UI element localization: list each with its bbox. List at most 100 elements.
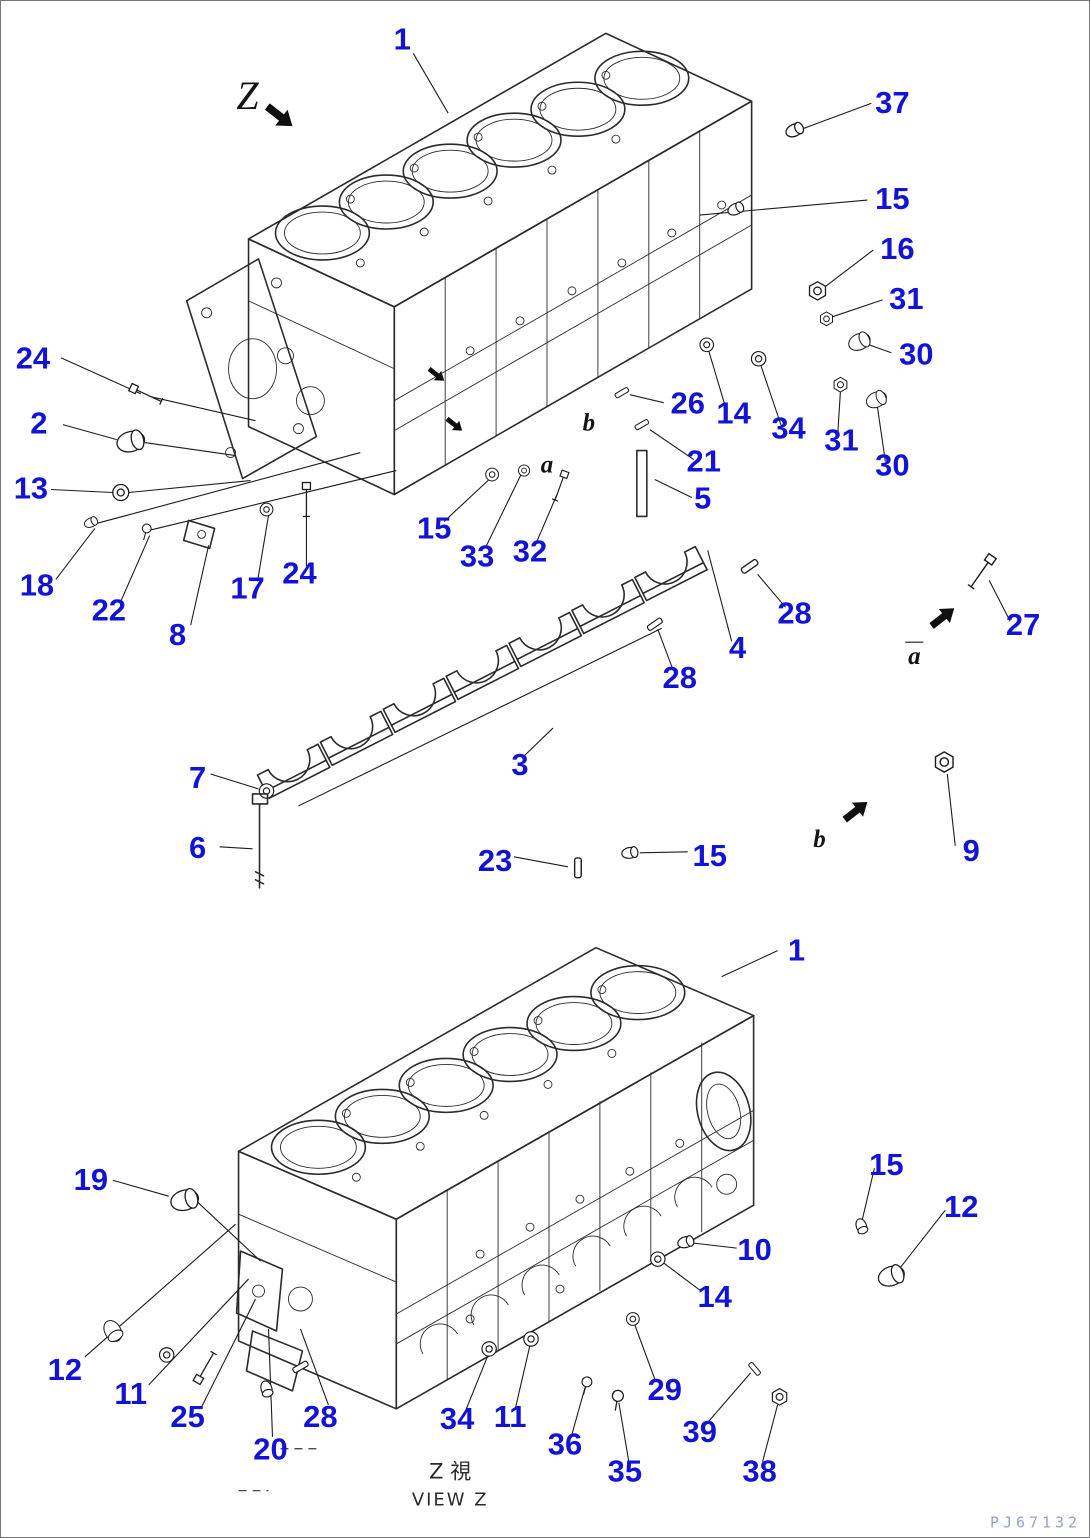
callout-32: 32 [513,533,547,568]
cylinder-bores-upper [274,50,690,261]
flywheel-opening [695,1071,752,1195]
callout-35: 35 [608,1454,642,1489]
callout-6: 6 [189,830,206,865]
callout-15c: 15 [692,838,726,873]
callout-2: 2 [30,406,47,441]
deck-holes-upper [345,70,621,268]
callout-15m: 15 [417,510,451,545]
deck-holes-lower [341,985,617,1182]
bolt-part-24 [128,382,164,406]
callout-22: 22 [92,592,126,627]
detail-b-arrow-icon [839,794,873,827]
plug-part-15d [853,1216,870,1236]
rear-plate-drawing [185,258,318,480]
dowel-part-5 [636,449,648,518]
section-arrow-icon [425,364,448,386]
callout-7: 7 [189,760,206,795]
nut-part-16 [808,281,827,301]
plug-part-37 [783,120,806,141]
washer-part-7 [258,783,275,799]
bolt-part-24b [301,481,312,518]
callout-5: 5 [694,480,711,515]
washer-part-33 [517,464,531,477]
callout-24b: 24 [282,555,317,590]
callout-28: 28 [777,595,811,630]
nut-part-31 [820,311,833,327]
callout-27: 27 [1006,607,1040,642]
callout-3: 3 [511,747,528,782]
callout-33: 33 [460,538,494,573]
nut-part-9 [934,751,954,773]
hardware-glyphs [82,120,997,1413]
plug-part-15 [725,200,746,218]
marker-a-small: a [541,452,553,479]
front-face-detail-upper [394,130,752,466]
upper-block-drawing [182,32,753,550]
callout-12r: 12 [944,1189,978,1224]
plug-part-2 [114,427,148,456]
callout-12l: 12 [48,1352,82,1387]
view-arrows [261,98,960,827]
callout-13: 13 [14,470,48,505]
pin-part-23 [573,857,582,879]
washer-part-15m [485,467,500,482]
bearing-caps-drawing [256,545,708,807]
pin-part-21 [633,418,650,431]
callout-15d: 15 [869,1147,903,1182]
callout-34: 34 [771,411,806,446]
pin-part-28a [739,558,760,575]
callout-14: 14 [716,396,751,431]
callout-18: 18 [20,567,54,602]
callout-10: 10 [737,1232,771,1267]
plug-part-12r [875,1262,908,1291]
callout-28b: 28 [663,660,697,695]
leader-lines [50,53,1011,1462]
callout-24: 24 [16,341,51,376]
detail-b-label: b [813,826,825,853]
nut-part-31b [833,376,848,393]
stud-part-6 [251,793,269,889]
washer-part-17 [259,502,274,517]
view-caption-en: VIEW Z [412,1490,489,1511]
callout-4: 4 [729,630,747,665]
plug-part-18 [82,515,100,530]
callout-34b: 34 [440,1401,475,1436]
lower-block-drawing [235,946,755,1492]
washer-part-14b [650,1251,666,1267]
pin-part-26 [613,386,630,399]
detail-a-arrow-icon [926,601,960,634]
callout-19: 19 [74,1162,108,1197]
callout-21: 21 [686,444,720,479]
washer-part-34b [481,1341,497,1357]
callout-23: 23 [478,843,512,878]
detail-a-label: a [908,643,920,670]
callout-17: 17 [230,570,264,605]
callout-9: 9 [963,833,980,868]
pin-part-28c [291,1359,310,1374]
washer-part-34 [750,350,767,367]
callout-1: 1 [394,21,411,56]
callout-11a: 11 [114,1376,147,1411]
callout-37: 37 [875,85,909,120]
left-face-detail-lower [235,1213,397,1392]
plug-part-19 [167,1186,202,1215]
bolt-part-27 [966,552,997,590]
callout-38: 38 [742,1454,776,1489]
screw-part-22 [138,522,153,542]
callout-30: 30 [899,337,933,372]
washer-part-11b [523,1331,539,1347]
screw-part-35 [609,1388,625,1413]
callout-39: 39 [683,1414,717,1449]
view-z-arrow-icon [261,98,299,135]
callout-16: 16 [880,231,914,266]
callout-30b: 30 [875,448,909,483]
screw-part-36 [578,1375,594,1397]
bolt-part-25 [192,1350,218,1386]
callout-8: 8 [169,617,186,652]
callouts: 1 37 15 16 31 30 24 2 26 14 34 31 30 13 … [14,21,1041,1488]
callout-26: 26 [671,386,705,421]
callout-31b: 31 [824,423,858,458]
marker-b-small: b [583,410,595,437]
callout-28c: 28 [303,1399,337,1434]
callout-1b: 1 [788,933,805,968]
